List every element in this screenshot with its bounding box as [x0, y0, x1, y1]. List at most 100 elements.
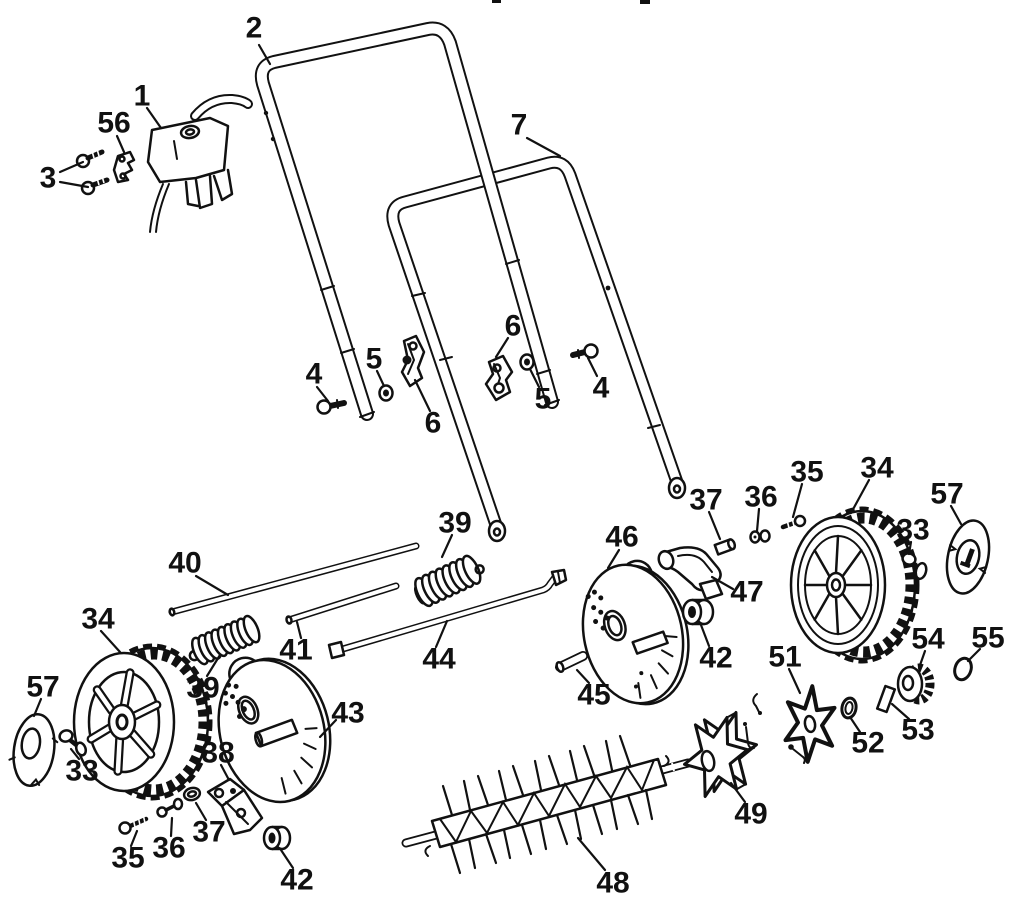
- part-5-nut-right-drawing: [519, 353, 535, 371]
- part-label-1: 1: [134, 80, 151, 113]
- part-37-cap-left-drawing: [182, 786, 202, 802]
- part-label-42-left: 42: [280, 864, 313, 897]
- leader-line-36-left: [169, 816, 174, 838]
- part-44-axle-rod-drawing: [327, 568, 568, 660]
- leader-line-42-right: [699, 623, 711, 648]
- part-label-45: 45: [577, 679, 610, 712]
- part-40-rod-drawing: [168, 542, 420, 617]
- cotter-pins-drawing: [743, 693, 806, 764]
- part-4-bolt-right-drawing: [570, 343, 599, 359]
- leader-line-33-left: [69, 747, 81, 761]
- leader-line-57-left: [32, 697, 43, 718]
- leader-line-35-left: [129, 829, 139, 848]
- part-label-34-left: 34: [81, 603, 115, 636]
- part-label-44: 44: [422, 643, 456, 676]
- part-53-key-drawing: [875, 684, 897, 714]
- part-label-38: 38: [201, 737, 234, 770]
- leader-line-36-right: [755, 507, 761, 533]
- leader-line-3: [58, 180, 90, 189]
- part-42-bushing-right-drawing: [681, 598, 715, 626]
- leader-line-53: [890, 702, 911, 721]
- leader-line-5-right: [528, 367, 541, 389]
- part-label-47: 47: [730, 576, 763, 609]
- part-41-rod-drawing: [285, 582, 400, 625]
- part-label-35-left: 35: [111, 842, 144, 875]
- part-37-spacer-right-drawing: [713, 538, 737, 556]
- part-6-clamp-right-drawing: [484, 354, 514, 402]
- part-label-2: 2: [246, 12, 263, 45]
- part-55-oring-drawing: [953, 656, 973, 682]
- part-33-bolt-left-drawing: [58, 729, 88, 757]
- part-label-54: 54: [911, 623, 945, 656]
- part-4-bolt-left-drawing: [316, 399, 347, 415]
- leader-line-39-right: [440, 533, 454, 559]
- part-3-screws-drawing: [75, 148, 110, 196]
- leader-line-1: [145, 106, 163, 130]
- part-1-handle-control-drawing: [146, 93, 253, 233]
- part-51-star-plate-drawing: [783, 684, 837, 764]
- part-label-33-right: 33: [896, 514, 929, 547]
- part-label-56: 56: [97, 107, 130, 140]
- part-label-6-left: 6: [425, 407, 442, 440]
- leader-line-40: [194, 574, 230, 597]
- leader-line-6-left: [413, 378, 432, 413]
- part-label-43: 43: [331, 697, 364, 730]
- part-52-ring-drawing: [840, 696, 858, 720]
- part-36-screw-left-drawing: [156, 797, 184, 818]
- part-label-6-right: 6: [505, 310, 522, 343]
- leader-line-56: [115, 134, 126, 154]
- part-7-lower-handle-drawing: [386, 155, 687, 543]
- part-5-nut-left-drawing: [378, 384, 394, 402]
- part-label-3: 3: [40, 162, 57, 195]
- leader-line-47: [710, 575, 735, 591]
- leader-line-3: [58, 160, 85, 174]
- part-57-hubcap-left-drawing: [8, 712, 59, 788]
- leader-line-39-left: [205, 653, 222, 678]
- part-label-42-right: 42: [699, 642, 732, 675]
- part-label-36-right: 36: [744, 481, 777, 514]
- part-35-bolt-left-drawing: [118, 813, 149, 835]
- part-label-48: 48: [596, 867, 629, 900]
- part-label-7: 7: [511, 109, 528, 142]
- part-label-39-right: 39: [438, 507, 471, 540]
- leader-line-37-right: [707, 510, 722, 541]
- part-label-40: 40: [168, 547, 201, 580]
- leader-line-4-right: [586, 356, 599, 378]
- part-33-bolt-right-drawing: [901, 552, 928, 581]
- leader-line-57-right: [949, 504, 963, 526]
- part-label-35-right: 35: [790, 456, 823, 489]
- part-label-52: 52: [851, 727, 884, 760]
- part-label-46: 46: [605, 521, 638, 554]
- part-38-bracket-drawing: [206, 777, 264, 836]
- part-label-55: 55: [971, 622, 1004, 655]
- part-47-lever-arm-drawing: [657, 546, 724, 601]
- leader-line-2: [257, 43, 272, 66]
- part-label-57-right: 57: [930, 478, 963, 511]
- part-label-4-left: 4: [306, 358, 323, 391]
- part-48-tine-reel-drawing: [401, 734, 693, 875]
- part-label-34-right: 34: [860, 452, 894, 485]
- leader-line-33-right: [907, 540, 913, 556]
- part-57-hubcap-right-drawing: [945, 519, 991, 595]
- part-label-37-right: 37: [689, 484, 722, 517]
- part-label-36-left: 36: [152, 832, 185, 865]
- leader-line-54: [917, 649, 927, 670]
- leader-line-34-left: [99, 629, 122, 654]
- part-46-side-plate-drawing: [581, 559, 690, 706]
- leader-line-46: [606, 548, 621, 570]
- part-36-nuts-right-drawing: [749, 529, 771, 544]
- part-34-wheel-right-drawing: [789, 506, 920, 664]
- leader-line-52: [848, 715, 862, 734]
- leader-line-4-left: [315, 385, 330, 403]
- leader-line-48: [576, 836, 607, 872]
- leader-line-41: [295, 620, 303, 640]
- part-label-37-left: 37: [192, 816, 225, 849]
- part-39-spring-right-drawing: [413, 554, 485, 608]
- leader-line-44: [434, 619, 449, 649]
- leader-line-42-left: [279, 848, 295, 870]
- part-label-57-left: 57: [26, 671, 59, 704]
- leader-line-37-left: [194, 801, 208, 822]
